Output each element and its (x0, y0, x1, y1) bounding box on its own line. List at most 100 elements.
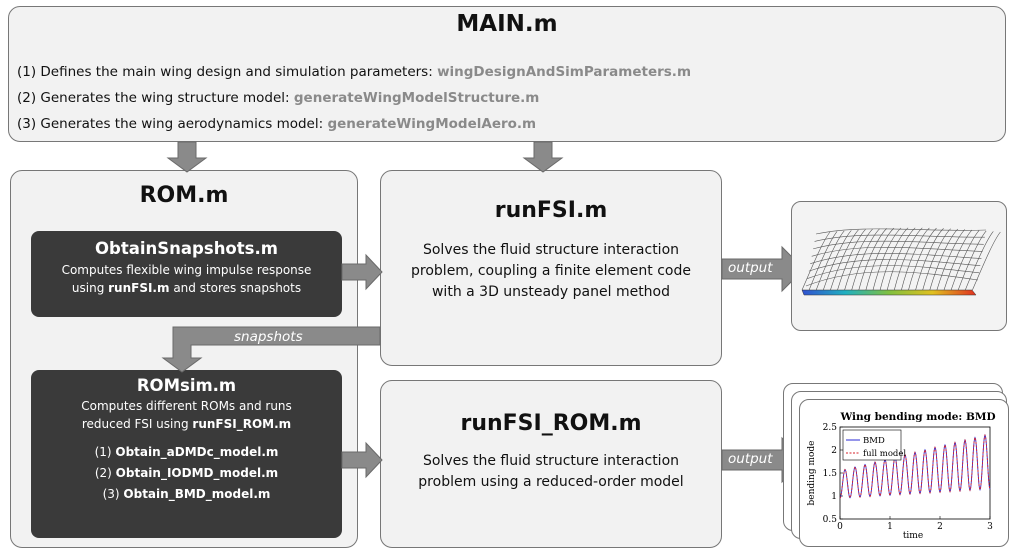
runfsi-rom-desc-line-1: Solves the fluid structure interaction (422, 453, 680, 469)
main-line-2-file: generateWingModelStructure.m (293, 90, 540, 106)
runfsi-desc-line-2: problem, coupling a finite element code (411, 263, 691, 279)
runfsi-desc: Solves the fluid structure interaction p… (381, 240, 721, 303)
wake-line (808, 231, 838, 291)
obtain-snapshots-line2-file: runFSI.m (108, 281, 170, 295)
main-line-2: (2) Generates the wing structure model: … (17, 90, 539, 106)
wake-line (894, 227, 923, 291)
x-tick-label: 3 (987, 522, 993, 532)
romsim-item-2: (2) Obtain_IODMD_model.m (31, 463, 342, 484)
runfsi-desc-line-1: Solves the fluid structure interaction (422, 242, 680, 258)
runfsi-desc-line-3: with a 3D unsteady panel method (431, 284, 671, 300)
obtain-snapshots-box: ObtainSnapshots.m Computes flexible wing… (31, 231, 342, 317)
wake-line (965, 231, 994, 291)
wake-line (823, 230, 852, 291)
main-title: MAIN.m (456, 11, 558, 37)
wake-span-line (807, 265, 980, 279)
romsim-item-2-file: Obtain_IODMD_model.m (115, 466, 279, 480)
romsim-box: ROMsim.m Computes different ROMs and run… (31, 370, 342, 538)
runfsi-title: runFSI.m (494, 198, 608, 223)
arrow-snapshots-to-romsim (161, 326, 381, 373)
arrow-romsim-to-runfsi-rom (341, 441, 383, 479)
obtain-snapshots-line2: using runFSI.m and stores snapshots (31, 279, 342, 297)
wake-span-line (808, 259, 981, 272)
wing-output-box (791, 201, 1007, 331)
wake-line (908, 227, 937, 291)
wake-span-line (815, 228, 987, 235)
romsim-line1: Computes different ROMs and runs (81, 399, 292, 413)
main-line-3-file: generateWingModelAero.m (327, 116, 537, 132)
main-line-2-text: (2) Generates the wing structure model: (17, 90, 294, 106)
romsim-item-2-num: (2) (94, 466, 116, 480)
wake-line (865, 227, 895, 291)
wing-mesh-image (801, 227, 1001, 296)
wake-line (851, 228, 880, 291)
obtain-snapshots-line1: Computes flexible wing impulse response (61, 263, 312, 277)
romsim-item-3-file: Obtain_BMD_model.m (123, 487, 271, 501)
romsim-item-3: (3) Obtain_BMD_model.m (31, 484, 342, 505)
wake-line (815, 230, 845, 291)
x-tick-label: 2 (937, 522, 943, 532)
chart-title: Wing bending mode: BMD (839, 411, 995, 423)
wake-span-line (814, 234, 985, 242)
legend-label-bmd: BMD (863, 436, 885, 446)
y-tick-label: 0.5 (823, 515, 838, 525)
x-tick-label: 0 (837, 522, 843, 532)
rom-title: ROM.m (139, 183, 229, 208)
wake-span-line (811, 246, 983, 257)
romsim-item-1-file: Obtain_aDMDc_model.m (115, 445, 279, 459)
wake-line (915, 228, 944, 291)
wake-span-line (805, 271, 979, 287)
y-tick-label: 1 (831, 492, 837, 502)
wake-line (858, 228, 888, 291)
wake-line (929, 228, 959, 291)
romsim-line2: reduced FSI using runFSI_ROM.m (31, 415, 342, 433)
wake-line (943, 229, 973, 291)
wake-line (886, 227, 916, 291)
romsim-item-1-num: (1) (94, 445, 116, 459)
wake-line (837, 229, 866, 291)
main-line-1-file: wingDesignAndSimParameters.m (437, 64, 692, 80)
obtain-snapshots-line2-post: and stores snapshots (169, 281, 302, 295)
chart-legend-box (842, 429, 902, 461)
main-line-3: (3) Generates the wing aerodynamics mode… (17, 116, 536, 132)
main-line-1-text: (1) Defines the main wing design and sim… (17, 64, 438, 80)
runfsi-rom-title: runFSI_ROM.m (460, 411, 642, 436)
wake-line (844, 228, 873, 291)
wake-line (922, 228, 951, 291)
wake-line (901, 227, 930, 291)
runfsi-rom-desc-line-2: problem using a reduced-order model (418, 474, 684, 490)
y-tick-label: 1.5 (823, 469, 838, 479)
snapshots-label: snapshots (234, 329, 303, 345)
arrow-main-to-rom (166, 141, 208, 173)
wake-span-line (810, 253, 982, 264)
chart-xlabel: time (903, 531, 923, 541)
obtain-snapshots-title: ObtainSnapshots.m (95, 239, 278, 258)
main-line-1: (1) Defines the main wing design and sim… (17, 64, 691, 80)
romsim-line2-file: runFSI_ROM.m (192, 417, 292, 431)
wake-line (879, 227, 909, 291)
chart-ylabel: bending mode (807, 441, 817, 506)
wake-span-line (813, 240, 984, 250)
wake-line (957, 230, 987, 291)
romsim-item-1: (1) Obtain_aDMDc_model.m (31, 442, 342, 463)
series-line-full-model (839, 433, 991, 499)
wing-surface (801, 289, 977, 296)
arrow-snapshots-to-runfsi (341, 253, 383, 291)
wake-line (950, 230, 980, 291)
main-box: MAIN.m (1) Defines the main wing design … (8, 6, 1006, 142)
output-label-2: output (728, 451, 773, 467)
runfsi-rom-box: runFSI_ROM.m Solves the fluid structure … (380, 380, 722, 548)
legend-label-full-model: full model (863, 449, 906, 459)
wake-line (830, 229, 859, 291)
romsim-item-3-num: (3) (102, 487, 124, 501)
y-tick-label: 2 (831, 446, 837, 456)
wake-line (872, 227, 902, 291)
main-line-3-text: (3) Generates the wing aerodynamics mode… (17, 116, 328, 132)
romsim-line2-pre: reduced FSI using (81, 417, 193, 431)
y-tick-label: 2.5 (823, 423, 838, 433)
arrow-main-to-runfsi (522, 141, 564, 173)
runfsi-box: runFSI.m Solves the fluid structure inte… (380, 170, 722, 366)
output-label-1: output (728, 260, 773, 276)
